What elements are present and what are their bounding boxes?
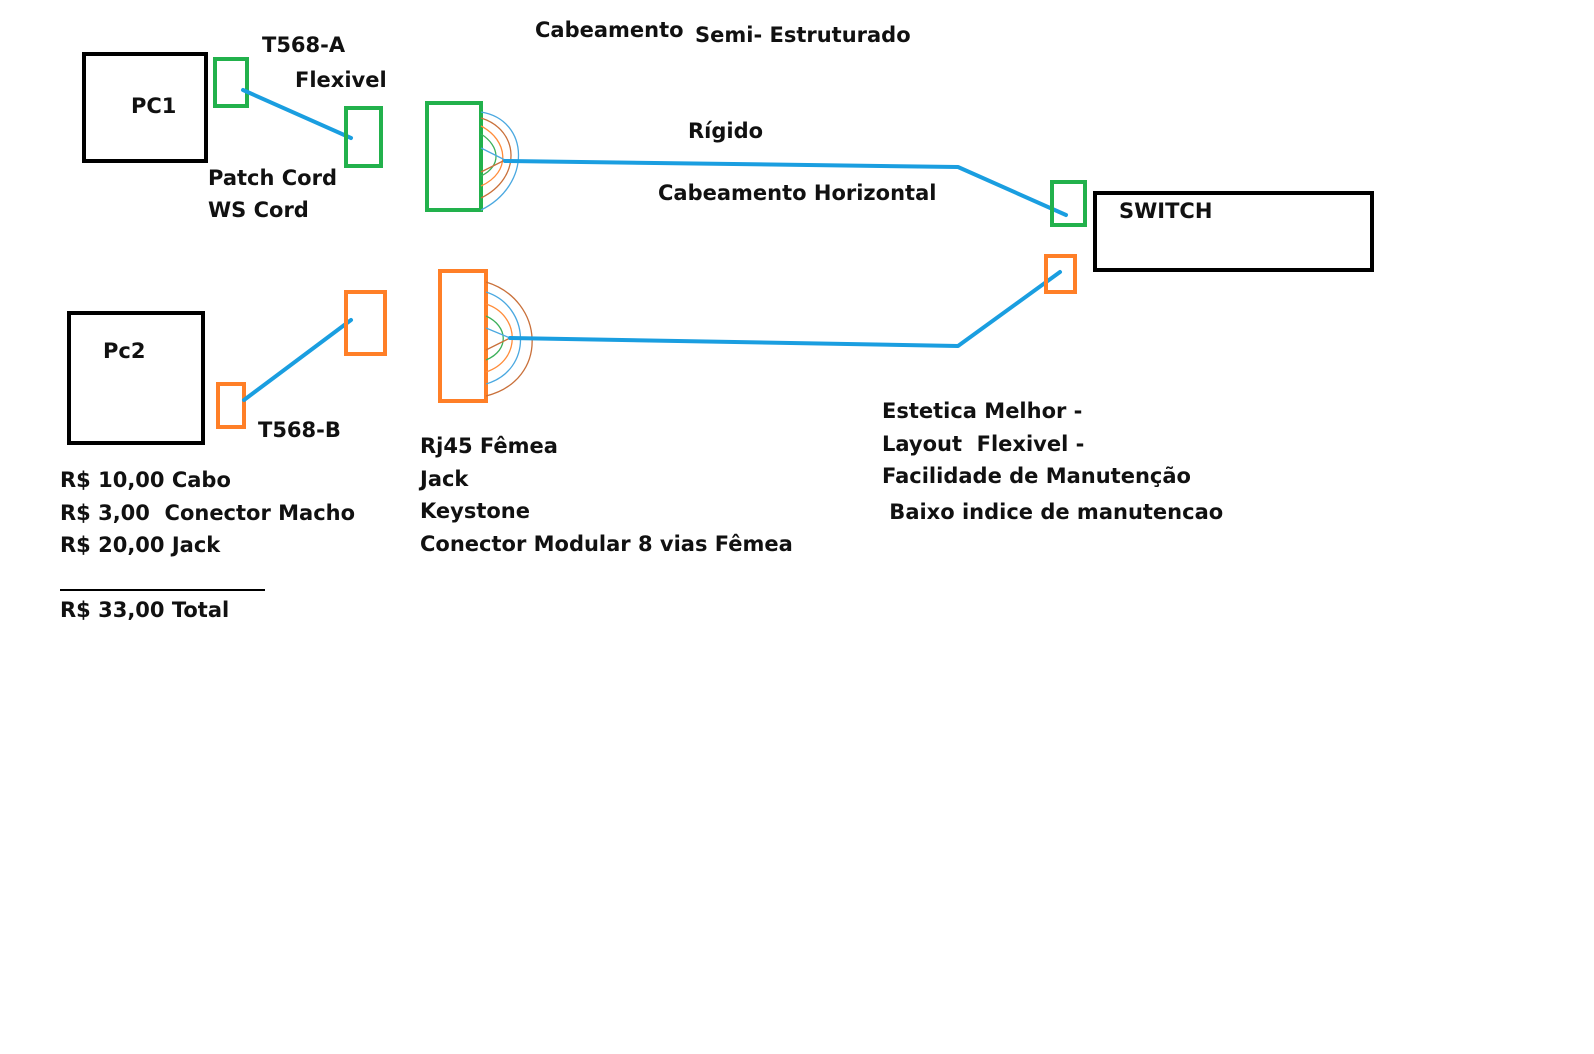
pc1-box [82, 52, 208, 163]
cost-total: R$ 33,00 Total [60, 598, 230, 622]
t568b-label: T568-B [258, 418, 341, 442]
t568a-label: T568-A [262, 33, 346, 57]
pc1-connector [213, 57, 249, 108]
cost-item: R$ 20,00 Jack [60, 533, 221, 557]
switch-port-green [1050, 180, 1087, 227]
switch-box [1093, 191, 1374, 272]
rigido-label: Rígido [688, 119, 764, 143]
flexivel-label: Flexivel [295, 68, 387, 92]
horizontal-cable-orange [508, 270, 1062, 348]
title-cabeamento: Cabeamento [535, 18, 684, 42]
pc2-label: Pc2 [103, 339, 146, 363]
jack-names-list: Rj45 Fêmea Jack Keystone Conector Modula… [420, 430, 793, 560]
pc1-patch-cord-cable [241, 88, 353, 140]
title-semi-estruturado: Semi- Estruturado [695, 23, 911, 47]
benefit-item: Facilidade de Manutenção [882, 464, 1191, 488]
orange-jack-block [438, 269, 488, 403]
jack-name-item: Keystone [420, 499, 530, 523]
pc2-patch-cord-cable [242, 318, 353, 402]
jack-name-item: Jack [420, 466, 469, 491]
benefits-list: Estetica Melhor - Layout Flexivel - Faci… [882, 395, 1223, 528]
pc2-box [67, 311, 205, 445]
cost-item: R$ 3,00 Conector Macho [60, 500, 356, 525]
jack-name-item: Rj45 Fêmea [420, 434, 558, 458]
pc2-connector [216, 382, 246, 429]
benefit-item: Estetica Melhor - [882, 399, 1083, 423]
patch-cord-label: Patch Cord [208, 166, 337, 190]
benefit-item: Layout Flexivel - [882, 431, 1085, 456]
cost-list: R$ 10,00 Cabo R$ 3,00 Conector Macho R$ … [60, 464, 355, 562]
horizontal-cable-green [503, 159, 1068, 217]
pc2-wall-outlet [344, 290, 387, 356]
pc1-label: PC1 [131, 94, 177, 118]
cost-item: R$ 10,00 Cabo [60, 468, 231, 492]
switch-port-orange [1044, 254, 1077, 294]
switch-label: SWITCH [1119, 199, 1213, 223]
pc1-wall-outlet [344, 106, 383, 168]
cabeamento-horizontal-label: Cabeamento Horizontal [658, 181, 937, 205]
green-jack-block [425, 101, 483, 212]
ws-cord-label: WS Cord [208, 198, 309, 222]
benefit-item: Baixo indice de manutencao [882, 499, 1224, 524]
jack-name-item: Conector Modular 8 vias Fêmea [420, 531, 793, 556]
green-jack-wires [480, 111, 520, 211]
